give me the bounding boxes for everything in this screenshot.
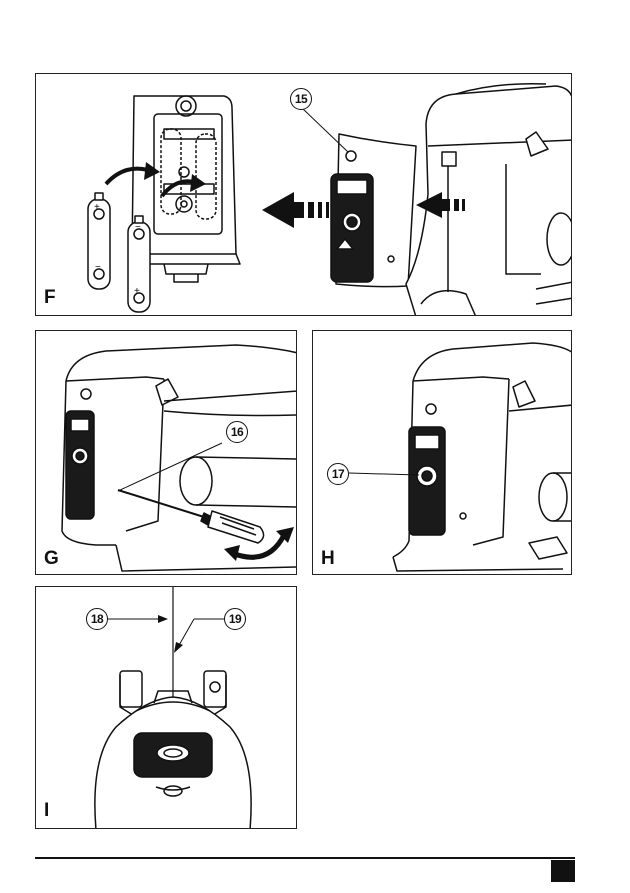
- battery-minus-symbol: −: [95, 263, 101, 273]
- figure-i-illustration: [36, 587, 297, 829]
- battery-plus-symbol: +: [94, 203, 100, 213]
- figure-h: 17 H: [312, 330, 572, 575]
- figure-label-f: F: [44, 288, 56, 307]
- callout-16: 16: [226, 421, 248, 443]
- page-marker: [551, 860, 575, 882]
- battery-plus-symbol: +: [134, 287, 140, 297]
- battery-minus-symbol: −: [135, 223, 141, 233]
- footer-rule: [35, 857, 575, 859]
- callout-17: 17: [327, 463, 349, 485]
- figure-label-h: H: [321, 549, 335, 568]
- figure-f-illustration: [36, 74, 572, 316]
- figure-g-illustration: [36, 331, 297, 575]
- figure-i: 18 19 I: [35, 586, 297, 829]
- callout-18: 18: [86, 608, 108, 630]
- figure-label-g: G: [44, 549, 59, 568]
- callout-15: 15: [290, 88, 312, 110]
- figure-g: 16 G: [35, 330, 297, 575]
- figure-f: 15 + − − + F: [35, 73, 572, 316]
- callout-19: 19: [224, 608, 246, 630]
- figure-h-illustration: [313, 331, 572, 575]
- figure-label-i: I: [44, 801, 49, 820]
